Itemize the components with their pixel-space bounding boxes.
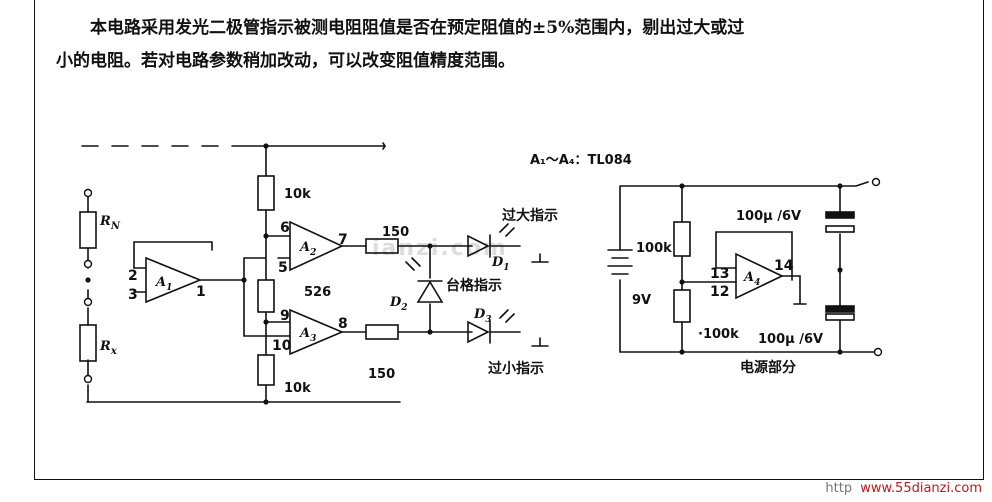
pin-7-label: 7 <box>338 232 348 248</box>
pin-12-label: 12 <box>710 284 729 300</box>
figure-frame <box>34 0 984 480</box>
pin-5-label: 5 <box>278 260 288 276</box>
rx-label: Rx <box>99 339 118 357</box>
rn-resistor <box>79 211 97 249</box>
r-100k-top-label: 100k <box>636 241 672 256</box>
r-100k-bot-label: ·100k <box>698 327 739 342</box>
a1-opamp <box>145 256 203 304</box>
cap-top-label: 100μ /6V <box>736 209 801 224</box>
pin-3-label: 3 <box>128 287 138 303</box>
pin-2-label: 2 <box>128 268 138 284</box>
led-ok-label: 台格指示 <box>446 277 502 294</box>
junction-dots <box>85 143 843 405</box>
r-150-bot-label: 150 <box>368 367 395 382</box>
opamp-type-label: A₁～A₄：TL084 <box>530 153 632 168</box>
caption: 本电路采用发光二极管指示被测电阻阻值是否在预定阻值的±5%范围内，剔出过大或过 … <box>56 12 936 78</box>
pin-13-label: 13 <box>710 266 729 282</box>
d3-led <box>467 320 490 344</box>
d1-label: D1 <box>491 255 510 273</box>
a1-feedback-wire <box>133 241 213 269</box>
pin-1-label: 1 <box>196 284 206 300</box>
caption-line-2: 小的电阻。若对电路参数稍加改动，可以改变阻值精度范围。 <box>56 51 515 71</box>
r-bot-10k <box>257 354 275 386</box>
a2-label: A2 <box>298 240 316 258</box>
pin-8-label: 8 <box>338 316 348 332</box>
cap-bot <box>825 305 855 313</box>
a4-opamp <box>735 252 784 300</box>
pin-10-label: 10 <box>272 338 292 354</box>
d2-led <box>416 280 444 303</box>
r-top-label: 10k <box>284 187 311 202</box>
a3-opamp <box>289 308 345 356</box>
r-top-10k <box>257 175 275 211</box>
r-150-top-label: 150 <box>382 225 409 240</box>
r-150-bot <box>365 324 399 340</box>
r-mid-label: 526 <box>304 285 331 300</box>
r-mid-526 <box>257 279 275 313</box>
r-100k-bot <box>673 289 691 323</box>
d3-label: D3 <box>473 307 492 325</box>
power-top-wire <box>619 181 875 353</box>
a1-label: A1 <box>154 275 172 293</box>
d1-led <box>467 234 490 258</box>
watermark-site: www.55dianzi.com <box>860 481 982 496</box>
battery-label: 9V <box>632 293 651 308</box>
a2-opamp <box>289 220 344 272</box>
d2-label: D2 <box>389 295 408 313</box>
divider-wire <box>243 145 267 403</box>
a4-label: A4 <box>742 270 760 288</box>
pin-6-label: 6 <box>280 220 290 236</box>
site-watermark: http www.55dianzi.com <box>825 481 982 496</box>
watermark-prefix: http <box>825 481 853 496</box>
cap-top <box>825 211 855 219</box>
a3-label: A3 <box>298 326 316 344</box>
rn-label: RN <box>99 214 121 232</box>
rx-resistor <box>79 324 97 362</box>
led-under-label: 过小指示 <box>488 360 544 377</box>
r-150-top <box>365 238 399 254</box>
pin-9-label: 9 <box>280 308 290 324</box>
r-bot-label: 10k <box>284 381 311 396</box>
led-over-label: 过大指示 <box>502 207 558 224</box>
caption-line-1: 本电路采用发光二极管指示被测电阻阻值是否在预定阻值的±5%范围内，剔出过大或过 <box>90 18 745 38</box>
pin-14-label: 14 <box>774 258 794 274</box>
cap-bot-label: 100μ /6V <box>758 332 823 347</box>
r-100k-top <box>673 221 691 257</box>
power-section-title: 电源部分 <box>740 359 796 376</box>
